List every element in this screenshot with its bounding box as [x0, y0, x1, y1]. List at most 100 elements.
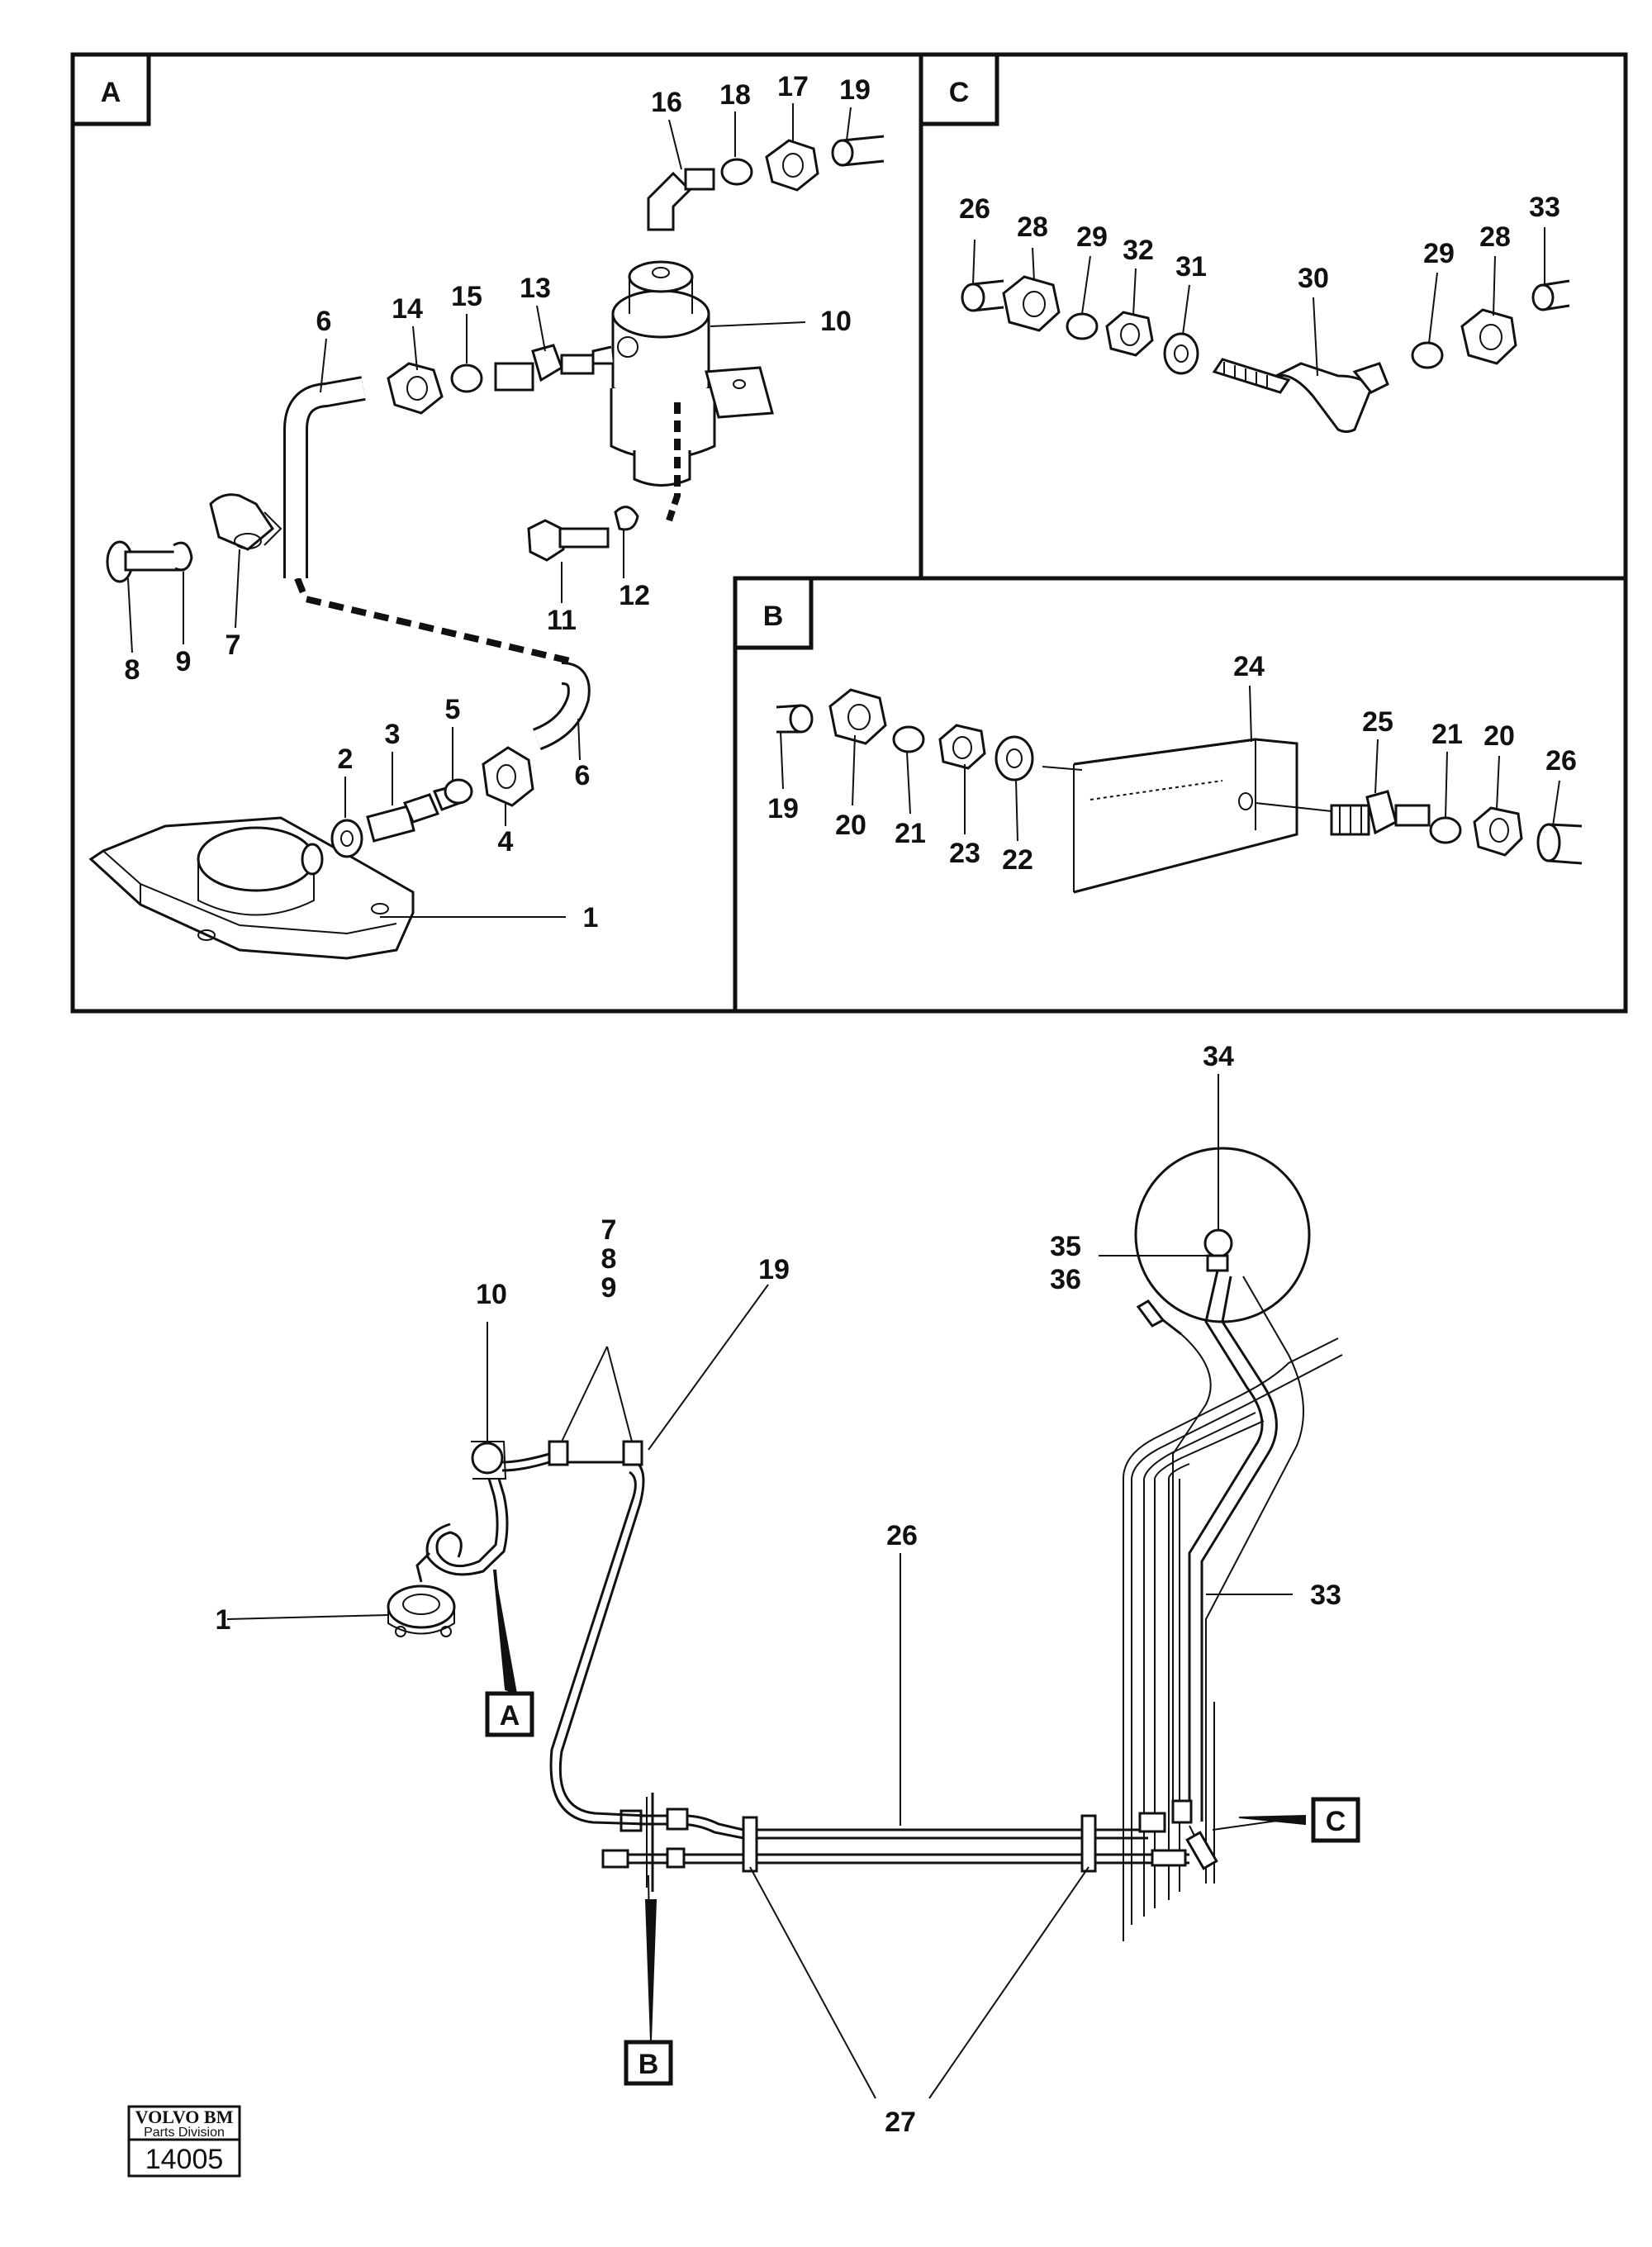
- panel-letter-c: C: [949, 77, 970, 108]
- pipe-part: [776, 704, 814, 734]
- hose-connection-dashed: [294, 577, 571, 664]
- panel-a-leaders: [127, 103, 852, 918]
- callout-label: 20: [1483, 720, 1515, 752]
- pipe-clip-part: [548, 1440, 569, 1466]
- main-assembly-drawing: 34 35 36 7 8 9 10 19 26 33 1 27 A B C: [216, 1041, 1360, 2138]
- callout-label: 11: [547, 605, 577, 636]
- olive-part: [720, 158, 753, 186]
- nut-part: [387, 362, 444, 415]
- nut-part: [1473, 806, 1523, 857]
- callout-label: 19: [758, 1254, 790, 1285]
- washer-part: [1163, 332, 1199, 375]
- sender-part: [387, 1584, 456, 1637]
- base-plate-part: [88, 816, 415, 960]
- panel-b-leaders: [780, 685, 1560, 842]
- pipe-line: [1205, 1276, 1304, 1834]
- pressure-unit-part: [591, 260, 774, 522]
- callout-label: 8: [601, 1243, 617, 1275]
- panel-letter-a: A: [101, 77, 121, 108]
- callout-label: 20: [835, 810, 866, 841]
- bracket-part: [1042, 738, 1298, 894]
- callout-label: 12: [619, 580, 650, 611]
- nut-part: [828, 688, 887, 745]
- callout-label: 1: [216, 1604, 231, 1636]
- callout-label: 19: [839, 74, 871, 106]
- leader-arrow-wedge: [493, 1569, 518, 1695]
- hose-upper-part: [283, 376, 366, 578]
- callout-label: 29: [1423, 238, 1455, 269]
- nut-part: [1460, 308, 1517, 365]
- panel-label-b: B: [733, 576, 814, 650]
- callout-label: 15: [451, 281, 482, 312]
- nut-part: [1002, 275, 1061, 332]
- reservoir-part: [1134, 1147, 1311, 1336]
- detail-frame-outer: [70, 52, 1628, 1014]
- callout-label: 25: [1362, 706, 1393, 738]
- pipe-line: [1188, 1270, 1264, 1817]
- callout-label: 10: [820, 306, 852, 337]
- callout-label: 33: [1529, 192, 1560, 223]
- olive-part: [450, 363, 483, 393]
- section-tag-letter: A: [500, 1700, 520, 1732]
- elbow-fitting-part: [647, 168, 715, 231]
- section-tag-letter: C: [1326, 1806, 1346, 1837]
- callout-label: 28: [1017, 211, 1048, 243]
- callout-label: 27: [885, 2107, 916, 2138]
- volvo-bm-parts-logo: VOLVO BM Parts Division 14005: [127, 2105, 241, 2178]
- bolt-part: [106, 540, 185, 583]
- callout-label: 36: [1050, 1264, 1081, 1295]
- nut-part: [1105, 311, 1154, 357]
- spring-washer-part: [173, 541, 193, 572]
- callout-label: 4: [498, 826, 514, 857]
- callout-label: 26: [1545, 745, 1577, 777]
- callout-label: 10: [476, 1279, 507, 1310]
- hose-lower-part: [532, 662, 591, 751]
- section-tag-a: A: [485, 1691, 534, 1737]
- panel-b-drawing: 19 20 21 22 23 24 25 21 20 26: [767, 651, 1583, 894]
- pipe-clip-part: [622, 1440, 643, 1466]
- panel-label-c: C: [919, 52, 999, 126]
- washer-part: [995, 735, 1034, 781]
- callout-label: 34: [1203, 1041, 1234, 1072]
- callout-label: 26: [959, 193, 990, 225]
- callout-label: 7: [225, 629, 241, 661]
- pipe-part: [831, 135, 885, 167]
- callout-label: 28: [1479, 221, 1511, 253]
- pipe-line: [1172, 1333, 1212, 1817]
- panel-label-a: A: [70, 52, 151, 126]
- panel-c-leaders: [972, 227, 1545, 377]
- pipe-line: [1200, 1276, 1278, 1822]
- callout-label: 16: [651, 87, 682, 118]
- callout-label: 3: [385, 719, 401, 750]
- pipe-line: [549, 1470, 647, 1826]
- callout-label: 8: [125, 654, 140, 686]
- bolt-part: [527, 519, 610, 562]
- olive-part: [1411, 341, 1444, 369]
- callout-label: 23: [949, 838, 980, 869]
- leader-arrow-wedge: [644, 1899, 657, 2041]
- olive-part: [1429, 816, 1462, 844]
- elbow-fitting-part: [1212, 358, 1389, 433]
- callout-label: 21: [1431, 719, 1463, 750]
- union-part: [494, 344, 595, 392]
- leader-arrow-wedge: [1238, 1814, 1306, 1826]
- pipe-bundle: [1123, 1337, 1343, 1941]
- callout-label: 19: [767, 793, 799, 824]
- section-tag-c: C: [1311, 1797, 1360, 1843]
- callout-label: 22: [1002, 844, 1033, 876]
- callout-label: 6: [316, 306, 332, 337]
- pipe-part: [1531, 279, 1570, 311]
- logo-brand-text: VOLVO BM: [135, 2107, 234, 2127]
- olive-part: [892, 725, 925, 753]
- callout-label: 1: [583, 902, 599, 933]
- callout-label: 7: [601, 1214, 617, 1246]
- pipe-part: [1536, 823, 1583, 865]
- union-part: [1255, 790, 1431, 836]
- panel-a-drawing: 1 2 3 4 5 6 6 7 8 9 10 11 12 13 14 15 16…: [88, 71, 885, 960]
- pressure-unit-part: [415, 1441, 550, 1583]
- olive-part: [444, 778, 473, 805]
- panel-letter-b: B: [763, 601, 784, 632]
- callout-label: 32: [1123, 235, 1154, 266]
